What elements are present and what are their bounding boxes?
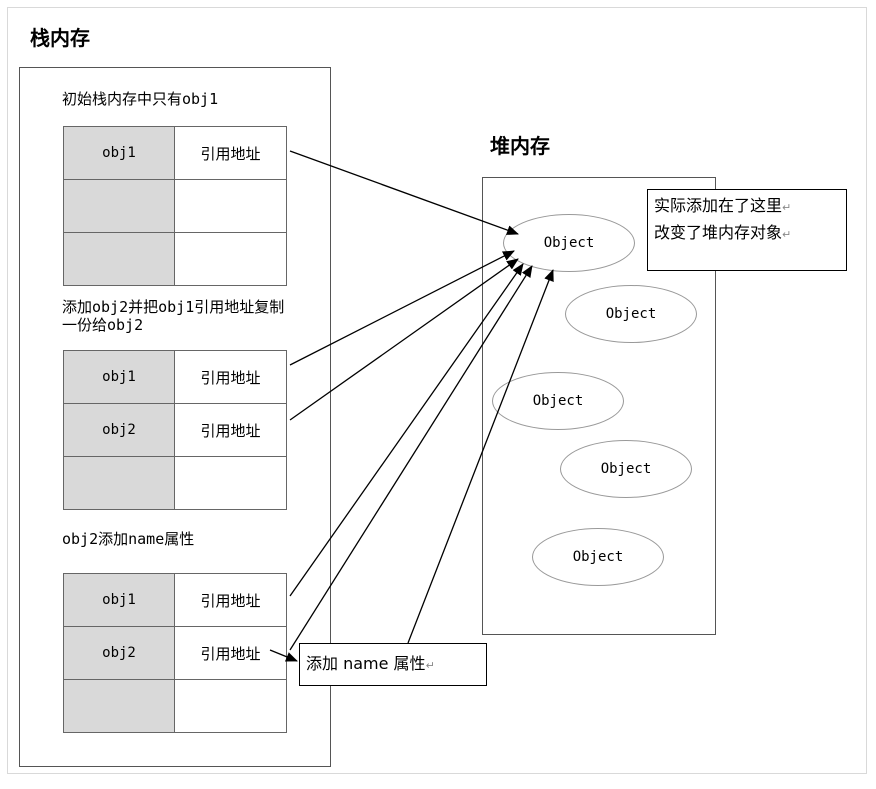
table-cell-key: obj2 (63, 626, 175, 680)
table-cell-value (174, 456, 287, 510)
table-cell-value: 引用地址 (174, 573, 287, 627)
note-line: 改变了堆内存对象↵ (654, 220, 840, 247)
table-cell-key: obj2 (63, 403, 175, 457)
heap-object: Object (565, 285, 697, 343)
return-mark-icon: ↵ (782, 201, 792, 214)
note-text: 改变了堆内存对象 (654, 223, 783, 242)
note-text: 实际添加在了这里 (654, 196, 783, 215)
arrow-s1-obj1 (289, 150, 519, 235)
heap-object: Object (492, 372, 624, 430)
return-mark-icon: ↵ (425, 659, 435, 672)
table-cell-value (174, 679, 287, 733)
table-cell-key (63, 679, 175, 733)
arrow-s3-obj2 (289, 265, 533, 651)
table-cell-value: 引用地址 (174, 350, 287, 404)
section2-caption: 添加obj2并把obj1引用地址复制一份给obj2 (62, 298, 285, 334)
heap-title: 堆内存 (490, 134, 550, 158)
arrow-note-to-object (407, 269, 554, 644)
note-actual-change: 实际添加在了这里↵ 改变了堆内存对象↵ (647, 189, 847, 271)
note-text: 添加 name 属性 (306, 654, 426, 673)
section3-caption: obj2添加name属性 (62, 530, 195, 548)
table-cell-value (174, 232, 287, 286)
arrow-s2-obj2 (289, 258, 519, 421)
arrow-to-note (269, 649, 298, 662)
table-cell-key (63, 456, 175, 510)
return-mark-icon: ↵ (782, 228, 792, 241)
table-cell-key: obj1 (63, 573, 175, 627)
note-add-name: 添加 name 属性↵ (299, 643, 487, 686)
note-line: 实际添加在了这里↵ (654, 193, 840, 220)
heap-object: Object (560, 440, 692, 498)
arrow-s2-obj1 (289, 250, 515, 366)
figure-frame (7, 7, 867, 774)
heap-object: Object (532, 528, 664, 586)
section1-caption: 初始栈内存中只有obj1 (62, 90, 219, 108)
table-cell-value: 引用地址 (174, 626, 287, 680)
stack-title: 栈内存 (30, 26, 90, 50)
arrow-s3-obj1 (289, 263, 524, 597)
table-cell-key (63, 232, 175, 286)
heap-object-target: Object (503, 214, 635, 272)
